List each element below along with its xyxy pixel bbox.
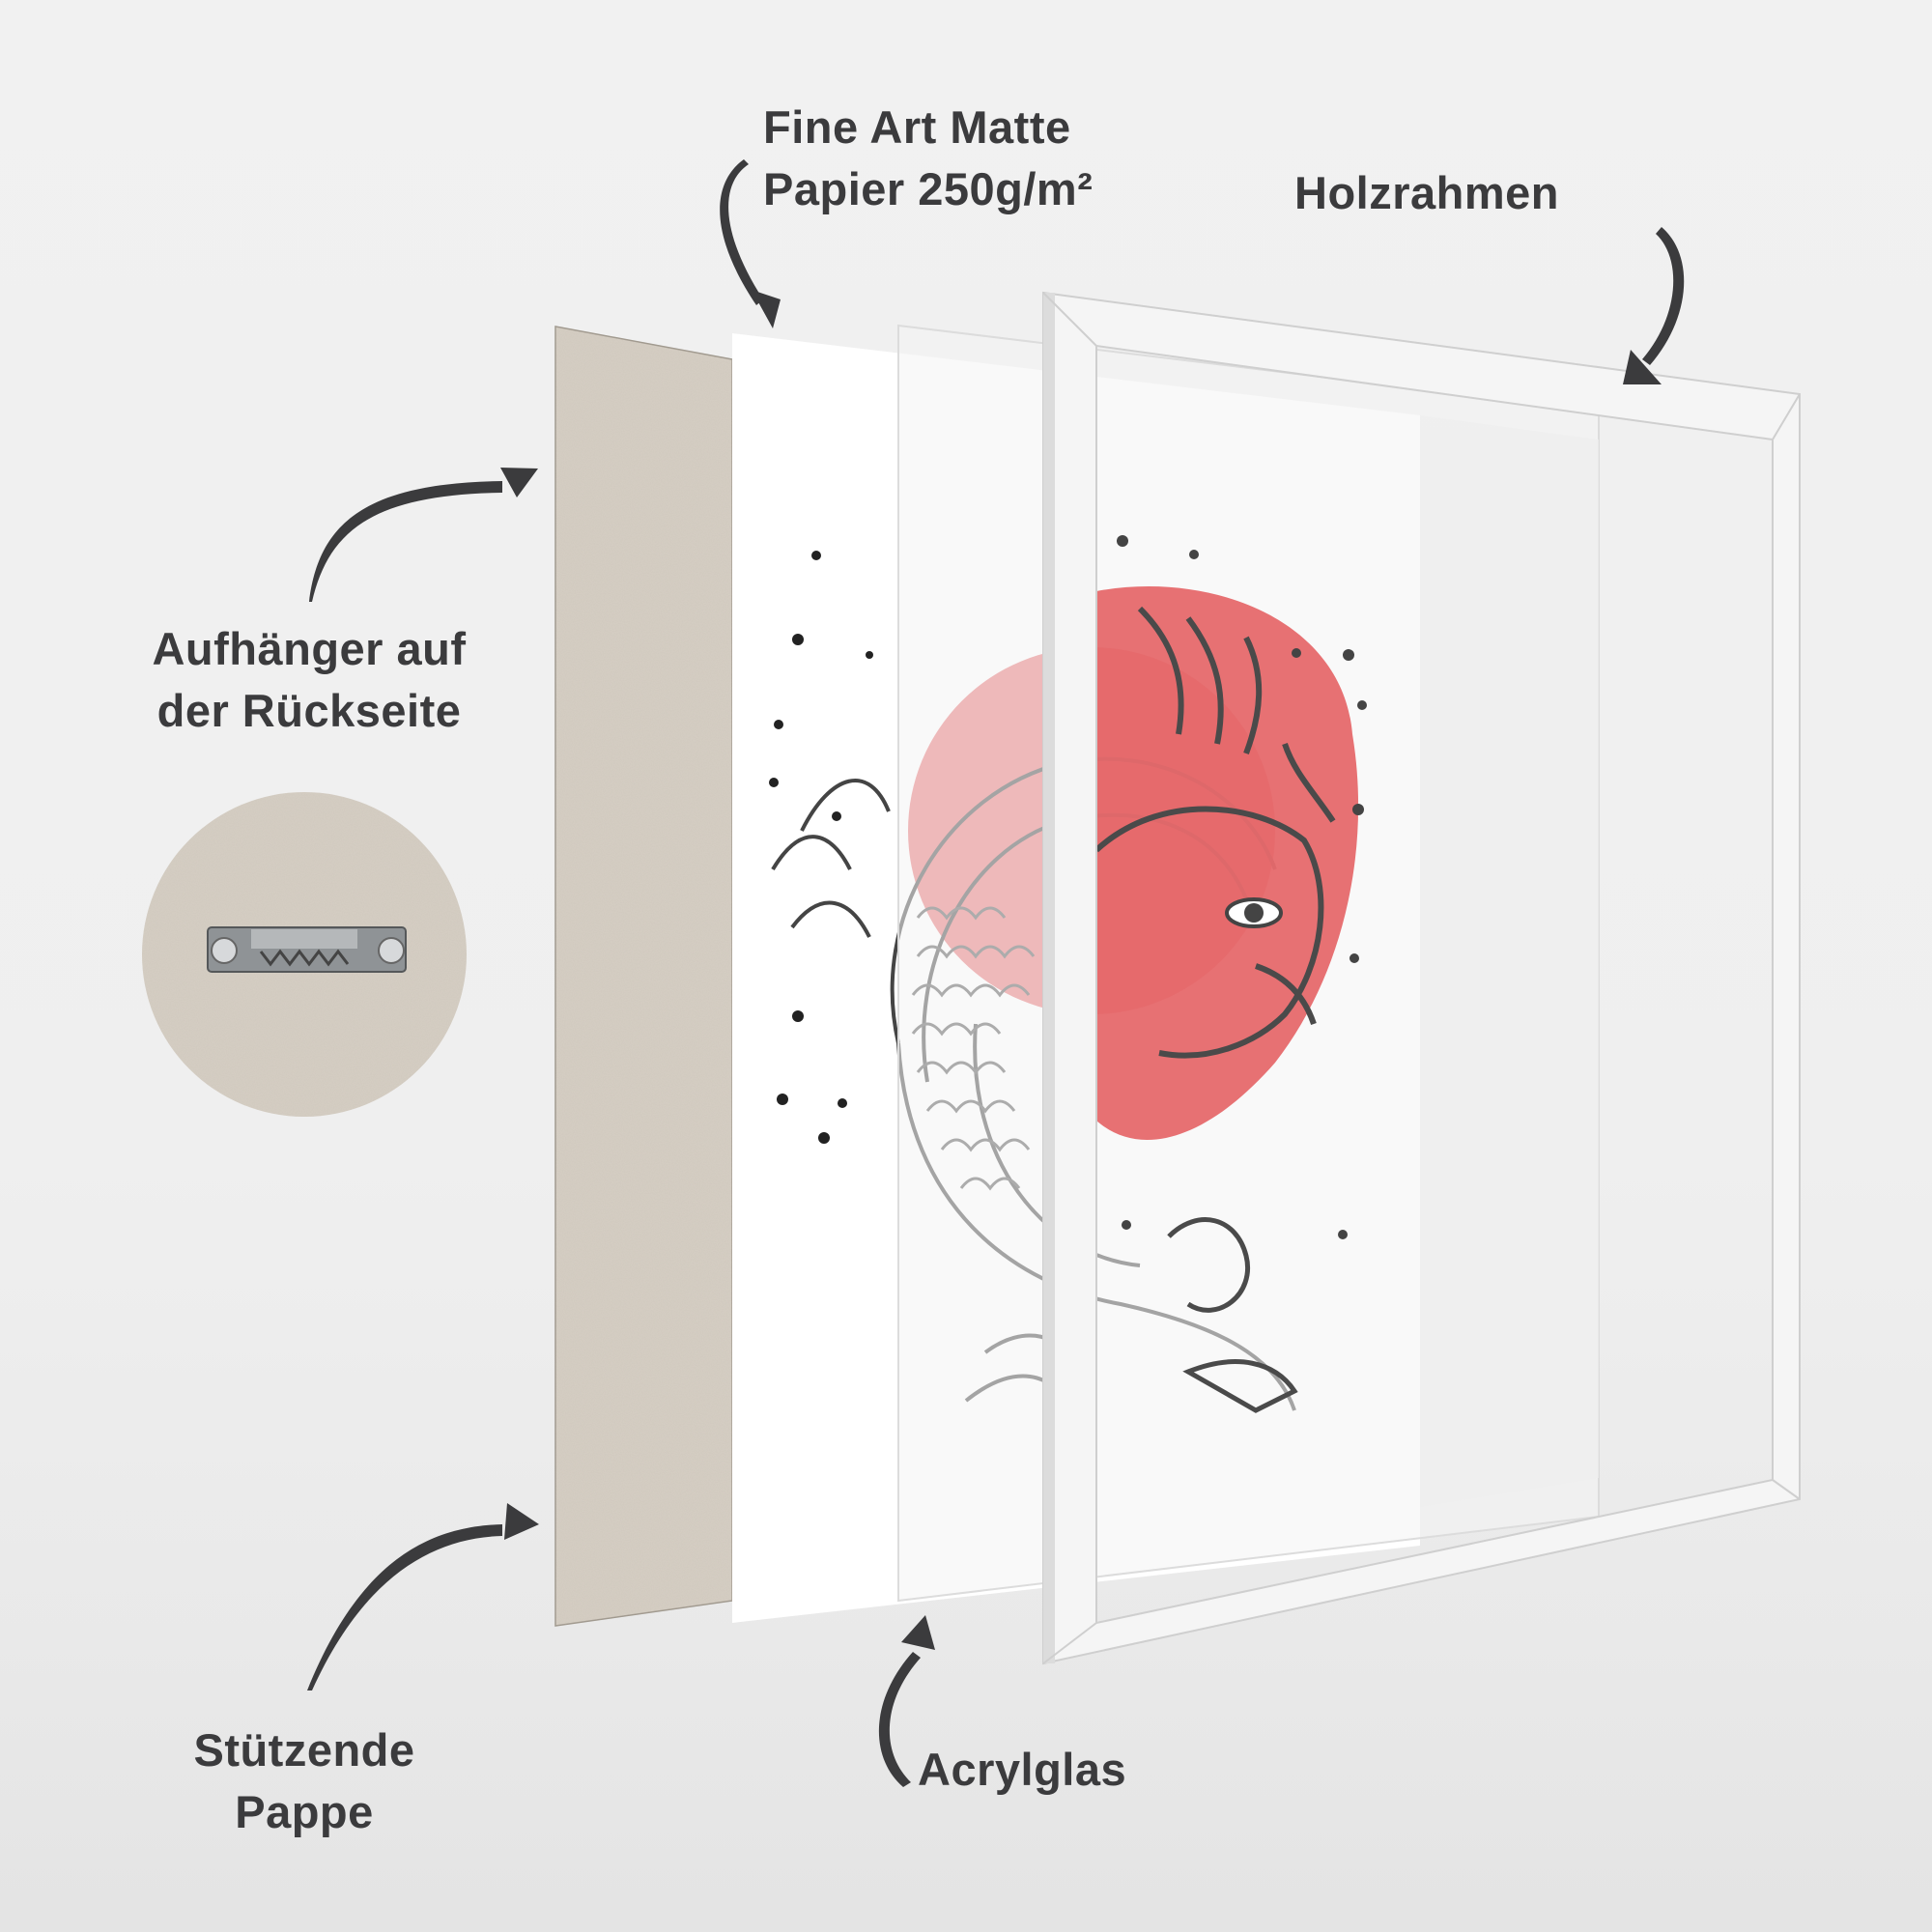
label-backing-line2: Pappe — [235, 1786, 374, 1837]
wooden-frame — [1042, 291, 1801, 1665]
label-acrylic-line1: Acrylglas — [918, 1744, 1127, 1795]
label-acrylic: Acrylglas — [918, 1739, 1169, 1801]
arrow-paper — [720, 159, 763, 305]
label-paper: Fine Art Matte Papier 250g/m² — [763, 97, 1169, 220]
label-paper-line2: Papier 250g/m² — [763, 163, 1094, 214]
label-backing: Stützende Pappe — [155, 1719, 454, 1843]
backing-cardboard — [554, 326, 733, 1627]
label-hanger-line1: Aufhänger auf — [152, 623, 467, 674]
arrow-hanger — [309, 481, 502, 602]
koi-head-artwork — [1094, 535, 1367, 1413]
arrow-backing — [307, 1524, 502, 1690]
label-frame-line1: Holzrahmen — [1294, 167, 1559, 218]
pointer-arrows — [307, 159, 1685, 1787]
label-hanger: Aufhänger auf der Rückseite — [106, 618, 512, 742]
label-hanger-line2: der Rückseite — [156, 685, 462, 736]
hanger-detail — [142, 792, 467, 1117]
label-frame: Holzrahmen — [1294, 162, 1604, 224]
label-paper-line1: Fine Art Matte — [763, 101, 1071, 153]
arrow-acrylic — [878, 1652, 921, 1787]
arrow-frame — [1642, 227, 1685, 365]
label-backing-line1: Stützende — [193, 1724, 415, 1776]
